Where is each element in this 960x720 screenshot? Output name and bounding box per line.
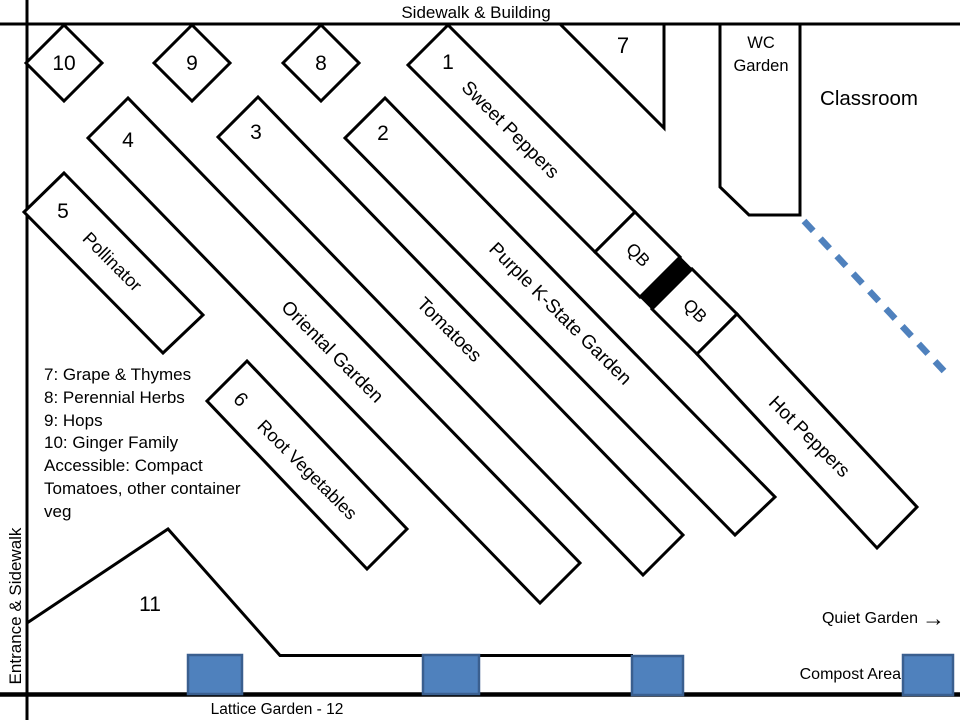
legend-block: 7: Grape & Thymes 8: Perennial Herbs 9: … [44, 365, 241, 521]
lattice-garden-label: Lattice Garden - 12 [211, 701, 344, 718]
bed-9-number: 9 [186, 52, 198, 75]
bed-6-root-vegetables-shape [204, 358, 410, 572]
bed-1-number: 1 [442, 51, 454, 74]
legend-line: Tomatoes, other container [44, 479, 241, 498]
compost-area-label: Compost Area [800, 666, 901, 683]
bed-5-number: 5 [57, 200, 69, 223]
bed-3-number: 3 [250, 121, 262, 144]
classroom-label: Classroom [820, 87, 918, 110]
legend-line: 10: Ginger Family [44, 433, 179, 452]
bed-10-ginger-family-shape [23, 22, 105, 104]
dashed-path-line [801, 218, 947, 374]
bed-2-purple-kstate-shape [342, 95, 778, 538]
bed-3-tomatoes-shape [215, 94, 686, 578]
bed-8-perennial-herbs-shape [280, 22, 362, 104]
bed-7-number: 7 [617, 33, 629, 58]
bed-4-oriental-garden-shape [85, 95, 583, 606]
bed-5-pollinator-shape [21, 170, 206, 356]
bed-10-number: 10 [52, 52, 75, 75]
quiet-garden-arrow-icon: → [922, 605, 945, 631]
legend-line: 9: Hops [44, 411, 103, 430]
hot-peppers-shape [694, 311, 920, 551]
legend-line: Accessible: Compact [44, 456, 203, 475]
quiet-garden-label: Quiet Garden [822, 610, 918, 627]
compost-square [901, 653, 955, 697]
lattice-square-3 [630, 654, 685, 697]
entrance-sidewalk-label: Entrance & Sidewalk [6, 527, 25, 684]
bed-8-number: 8 [315, 52, 327, 75]
bed-2-number: 2 [377, 122, 389, 145]
legend-line: 8: Perennial Herbs [44, 388, 185, 407]
legend-line: veg [44, 502, 71, 521]
lattice-square-1 [186, 653, 244, 696]
bed-11-number: 11 [139, 593, 161, 616]
sidewalk-building-label: Sidewalk & Building [401, 3, 550, 22]
wc-garden-label-line1: WC [747, 34, 775, 52]
lattice-square-2 [421, 653, 481, 696]
wc-garden-shape [718, 22, 802, 217]
legend-line: 7: Grape & Thymes [44, 365, 191, 384]
bed-4-number: 4 [122, 129, 134, 152]
wc-garden-label-line2: Garden [733, 57, 788, 75]
bed-7-grape-thymes-shape [556, 22, 666, 132]
bed-9-hops-shape [151, 22, 233, 104]
